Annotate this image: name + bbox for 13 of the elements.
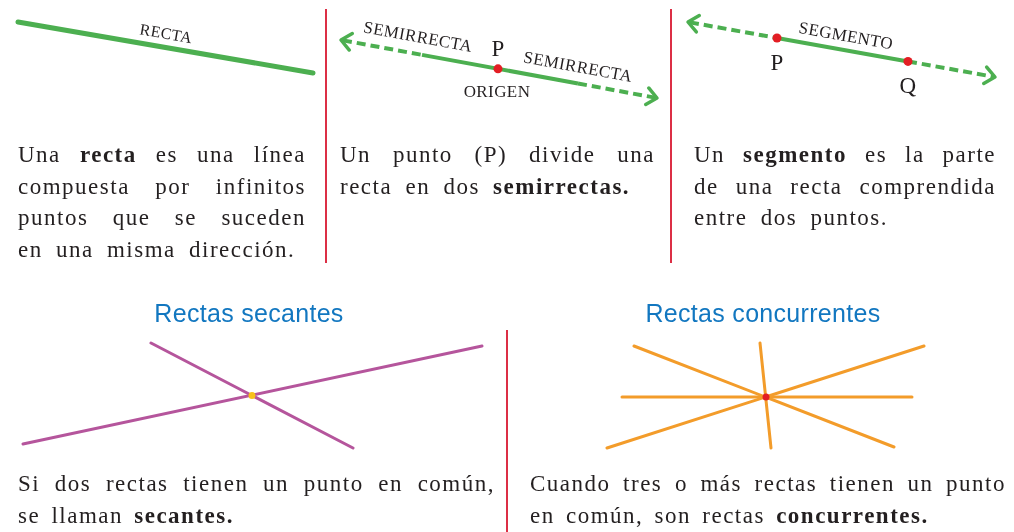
point-label: P [491,35,505,63]
point-label: Q [899,72,917,100]
definition-text: Una recta es una línea compuesta por infinitos puntos que se suceden en una misma dirección. [18,141,306,264]
definition-text: Cuando tres o más rectas tienen un punto en común, son rectas concurrentes. [530,470,1006,530]
segment-label: SEGMENTO [797,18,895,54]
origin-label: ORIGEN [463,82,531,102]
section-heading: Rectas secantes [154,298,344,328]
point-label: P [770,49,784,77]
definition-text: Un segmento es la parte de una recta comprendida entre dos puntos. [694,141,996,232]
definition-text: Un punto (P) divide una recta en dos semirrectas. [340,141,655,201]
line-label: RECTA [138,20,194,48]
definition-text: Si dos rectas tienen un punto en común, se llaman secantes. [18,470,495,530]
section-heading: Rectas concurrentes [645,298,881,328]
